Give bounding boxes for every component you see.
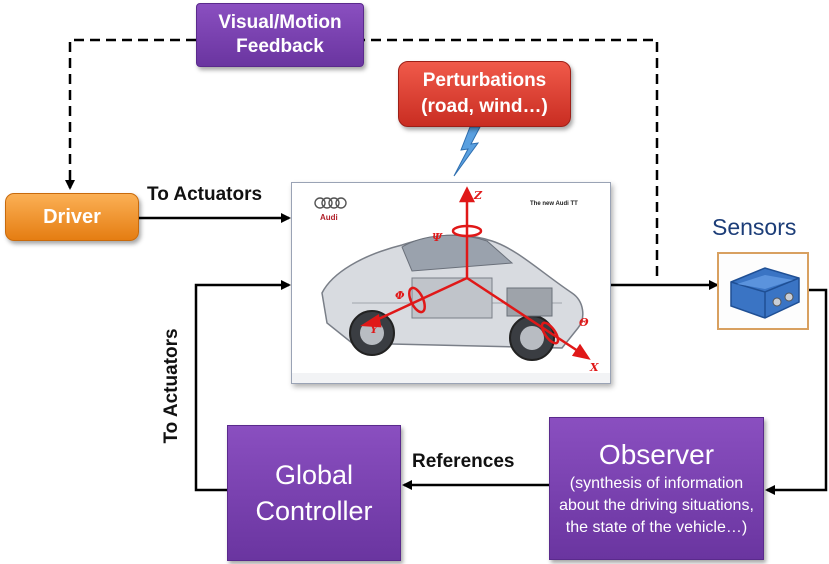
observer-description: (synthesis of information about the driv… bbox=[559, 474, 754, 536]
feedback-label: Visual/Motion Feedback bbox=[218, 12, 342, 57]
y-axis-label: Y bbox=[370, 323, 379, 336]
z-axis-label: Z bbox=[473, 189, 483, 202]
car-illustration: Audi The new Audi TT Z bbox=[292, 186, 610, 383]
feedback-box: Visual/Motion Feedback bbox=[196, 3, 364, 67]
global-controller-line2: Controller bbox=[255, 496, 373, 526]
sensor-box-icon bbox=[717, 252, 809, 330]
to-actuators-left-label: To Actuators bbox=[161, 328, 182, 444]
observer-box: Observer (synthesis of information about… bbox=[549, 417, 764, 560]
phi-label: Φ bbox=[395, 289, 405, 302]
sensors-label: Sensors bbox=[712, 214, 797, 240]
sensors-to-observer-arrow bbox=[765, 288, 828, 495]
perturbations-subtitle: (road, wind…) bbox=[421, 96, 548, 117]
feedback-to-driver-line bbox=[65, 38, 196, 190]
global-controller-line1: Global bbox=[274, 460, 354, 490]
observer-title: Observer bbox=[598, 438, 715, 470]
references-label: References bbox=[412, 451, 515, 472]
controller-to-car-arrow bbox=[194, 280, 291, 492]
to-actuators-top-label: To Actuators bbox=[147, 184, 263, 205]
driver-label: Driver bbox=[43, 205, 101, 228]
lightning-bolt-icon bbox=[453, 126, 481, 177]
perturbations-title: Perturbations bbox=[422, 70, 547, 91]
vehicle-image: Audi The new Audi TT Z bbox=[291, 182, 611, 384]
audi-rings-icon bbox=[314, 197, 347, 209]
vehicle-axes bbox=[360, 186, 591, 360]
global-controller-box: Global Controller bbox=[227, 425, 401, 561]
x-axis-label: X bbox=[589, 361, 599, 374]
audi-logo-text: Audi bbox=[320, 213, 338, 222]
sensor-device bbox=[717, 252, 809, 330]
perturbations-box: Perturbations (road, wind…) bbox=[398, 61, 571, 127]
car-body-icon bbox=[321, 234, 584, 361]
driver-box: Driver bbox=[5, 193, 139, 241]
psi-label: Ψ bbox=[432, 231, 443, 244]
theta-label: Θ bbox=[579, 316, 589, 329]
car-caption: The new Audi TT bbox=[530, 201, 578, 207]
